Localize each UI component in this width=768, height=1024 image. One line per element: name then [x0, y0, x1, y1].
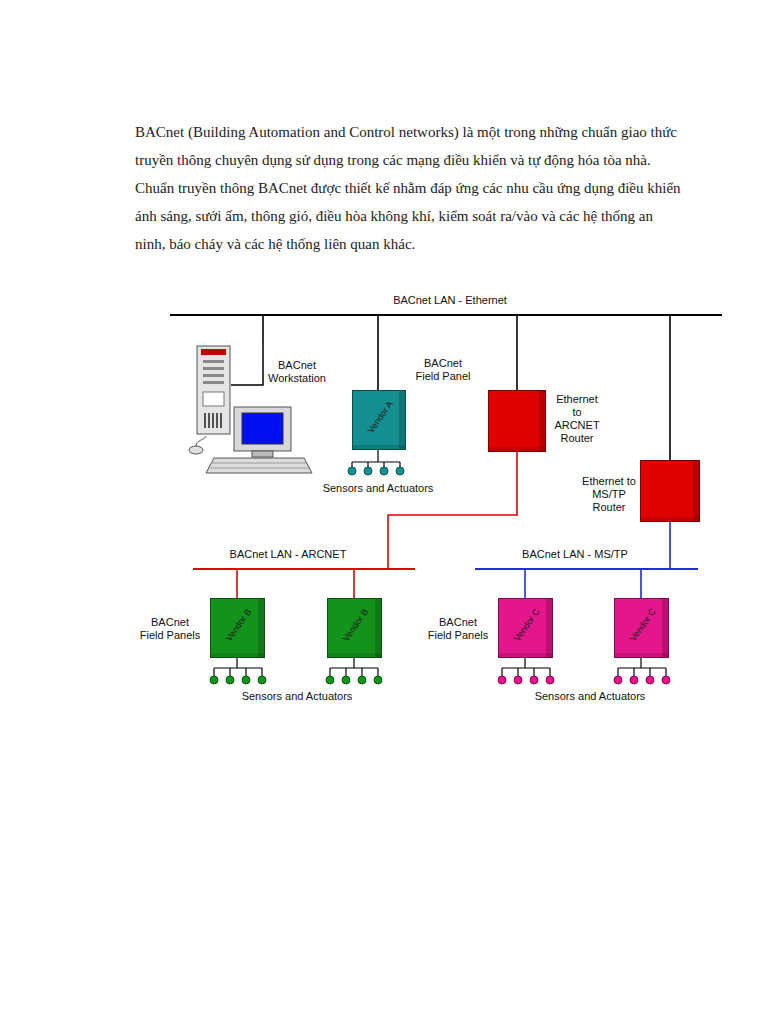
sensor-bus — [352, 450, 400, 468]
group-label: BACnet Field Panels — [426, 616, 490, 642]
node-label: Ethernet to MS/TP Router — [581, 475, 637, 514]
intro-paragraph: BACnet (Building Automation and Control … — [135, 118, 683, 258]
field-panel: Vendor C — [498, 598, 553, 658]
network-link — [353, 570, 355, 598]
vendor-label: Vendor B — [224, 607, 253, 643]
node-label: BACnet LAN - MS/TP — [500, 548, 650, 561]
network-link — [669, 316, 671, 460]
field-panel: BACnet Field PanelVendor A — [352, 390, 406, 450]
node-label: BACnet LAN - ARCNET — [213, 548, 363, 561]
arcnet-bus: BACnet LAN - ARCNET — [193, 568, 415, 570]
field-panel: Vendor C — [614, 598, 669, 658]
node-label: BACnet Workstation — [265, 359, 329, 385]
sensor-label: Sensors and Actuators — [237, 690, 357, 703]
sensor-bus — [214, 658, 378, 676]
sensor-bus — [502, 658, 666, 676]
sensor-dots — [498, 676, 670, 684]
workstation-node: BACnet Workstation — [185, 343, 345, 478]
router-box: Ethernet to MS/TP Router — [640, 460, 700, 522]
sensor-label: Sensors and Actuators — [318, 482, 438, 495]
sensor-dots — [348, 467, 404, 475]
field-panel: Vendor B — [327, 598, 382, 658]
mstp-bus: BACnet LAN - MS/TP — [475, 568, 698, 570]
node-label: BACnet Field Panel — [413, 357, 473, 383]
network-link — [524, 570, 526, 598]
vendor-label: Vendor C — [628, 607, 658, 643]
group-label: BACnet Field Panels — [138, 616, 202, 642]
vendor-label: Vendor C — [512, 607, 542, 643]
network-link — [669, 522, 671, 568]
vendor-label: Vendor A — [365, 399, 394, 435]
network-link — [516, 316, 518, 390]
network-link — [262, 316, 264, 343]
sensor-dots — [210, 676, 382, 684]
vendor-label: Vendor B — [341, 607, 370, 643]
node-label: Ethernet to ARCNET Router — [551, 393, 603, 445]
network-link — [236, 570, 238, 598]
ethernet-bus: BACnet LAN - Ethernet — [170, 314, 722, 316]
node-label: BACnet LAN - Ethernet — [360, 294, 540, 307]
network-link — [640, 570, 642, 598]
network-link — [377, 316, 379, 390]
sensor-label: Sensors and Actuators — [530, 690, 650, 703]
network-link — [388, 452, 517, 568]
router-box: Ethernet to ARCNET Router — [488, 390, 546, 452]
field-panel: Vendor B — [210, 598, 265, 658]
